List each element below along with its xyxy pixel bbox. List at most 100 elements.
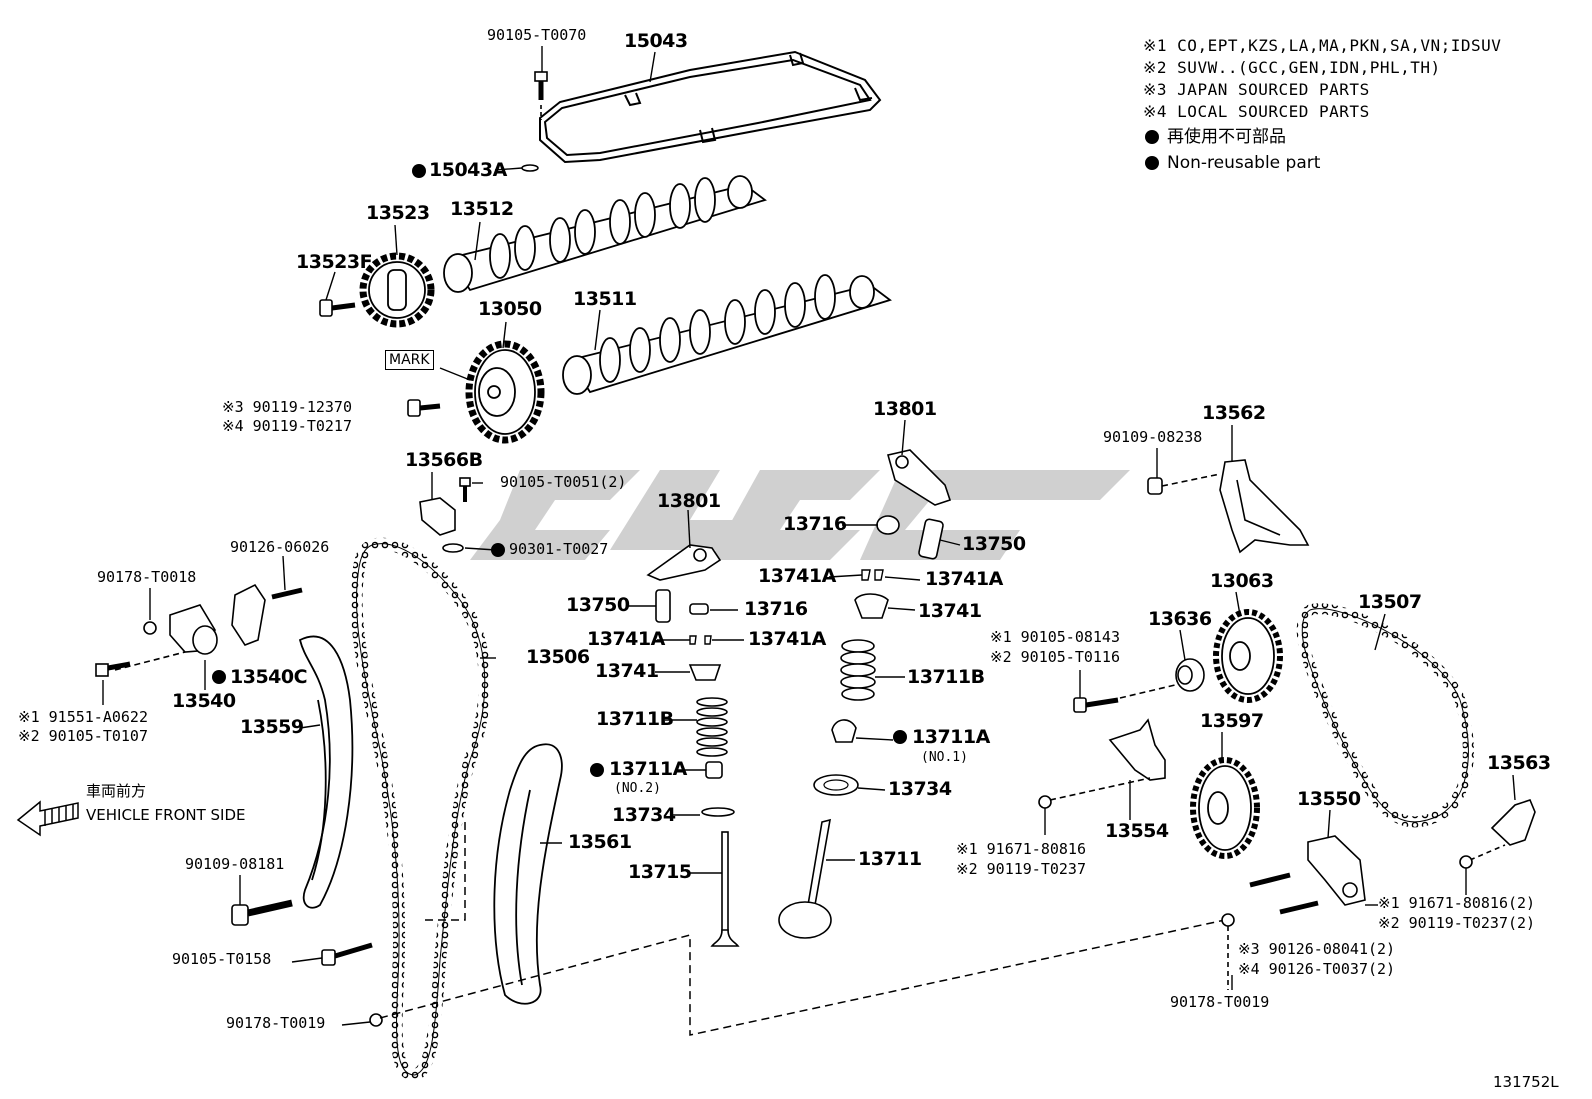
bolt-90105-T0070 <box>534 71 548 120</box>
part-90105-T0070[interactable]: 90105-T0070 <box>487 26 587 44</box>
keepers-13741A-left <box>689 635 712 645</box>
lash-adjuster-13750-right <box>918 518 944 560</box>
part-13734-right[interactable]: 13734 <box>888 778 952 800</box>
part-13750-right[interactable]: 13750 <box>962 533 1026 555</box>
part-13734-left[interactable]: 13734 <box>612 804 676 826</box>
camshaft-13511 <box>562 274 892 395</box>
chain-guide-13562 <box>1219 459 1310 554</box>
part-13506[interactable]: 13506 <box>526 646 590 668</box>
part-90119-T0237-left[interactable]: ※2 90119-T0237 <box>956 860 1086 878</box>
part-13523[interactable]: 13523 <box>366 202 430 224</box>
part-13523F[interactable]: 13523F <box>296 251 373 273</box>
chain-damper-13561 <box>493 743 563 1005</box>
part-13507[interactable]: 13507 <box>1358 591 1422 613</box>
part-90109-08181[interactable]: 90109-08181 <box>185 855 285 873</box>
part-90178-T0019-left[interactable]: 90178-T0019 <box>226 1014 326 1032</box>
part-90119-T0217[interactable]: ※4 90119-T0217 <box>222 417 352 435</box>
part-90126-T0037[interactable]: ※4 90126-T0037(2) <box>1238 960 1396 978</box>
part-13801-left[interactable]: 13801 <box>657 490 721 512</box>
part-13715[interactable]: 13715 <box>628 861 692 883</box>
nonreusable-markers <box>212 130 1159 777</box>
chain-tensioner-arm-13554 <box>1038 718 1166 809</box>
bracket-13566B <box>419 477 471 553</box>
part-13741A-left-2[interactable]: 13741A <box>748 628 826 650</box>
oil-seal-13711A-left <box>705 761 723 779</box>
vvt-gear-13050 <box>465 340 545 444</box>
part-90105-T0051[interactable]: 90105-T0051(2) <box>500 473 627 491</box>
part-13566B[interactable]: 13566B <box>405 449 483 471</box>
part-13561[interactable]: 13561 <box>568 831 632 853</box>
part-13636[interactable]: 13636 <box>1148 608 1212 630</box>
rocker-arm-13801-left <box>646 544 722 581</box>
bolt-90109-08181 <box>231 899 293 926</box>
part-13597[interactable]: 13597 <box>1200 710 1264 732</box>
label-no2: (NO.2) <box>614 781 661 796</box>
legend-nonreusable-jp: 再使用不可部品 <box>1167 127 1286 147</box>
chain-slipper-guide-13559 <box>298 635 354 909</box>
bolt-90109-08238 <box>1147 473 1221 495</box>
chain-tensioner-13540 <box>95 604 218 677</box>
guide-line-2 <box>379 919 1226 1036</box>
part-13741A-right-1[interactable]: 13741A <box>758 565 836 587</box>
part-13512[interactable]: 13512 <box>450 198 514 220</box>
gasket-13540C <box>231 583 303 646</box>
bolt-90105-T0158 <box>321 942 373 966</box>
part-90178-T0019-right[interactable]: 90178-T0019 <box>1170 993 1270 1011</box>
part-90119-12370[interactable]: ※3 90119-12370 <box>222 398 352 416</box>
vehicle-front-jp: 車両前方 <box>86 782 147 800</box>
legend-nonreusable-en: Non-reusable part <box>1167 153 1321 173</box>
part-90126-08041[interactable]: ※3 90126-08041(2) <box>1238 940 1396 958</box>
part-13540C[interactable]: 13540C <box>230 666 308 688</box>
part-90178-T0018[interactable]: 90178-T0018 <box>97 568 197 586</box>
part-90301-T0027[interactable]: 90301-T0027 <box>509 540 609 558</box>
part-91671-80816-right[interactable]: ※1 91671-80816(2) <box>1378 894 1536 912</box>
part-90119-T0237-right[interactable]: ※2 90119-T0237(2) <box>1378 914 1536 932</box>
part-90105-T0116[interactable]: ※2 90105-T0116 <box>990 648 1120 666</box>
part-90105-T0158[interactable]: 90105-T0158 <box>172 950 272 968</box>
bolt-90119-12370 <box>407 399 441 417</box>
part-13563[interactable]: 13563 <box>1487 752 1551 774</box>
part-13050[interactable]: 13050 <box>478 298 542 320</box>
part-90126-06026[interactable]: 90126-06026 <box>230 538 330 556</box>
part-13711A-right[interactable]: 13711A <box>912 726 990 748</box>
part-13716-left[interactable]: 13716 <box>744 598 808 620</box>
valve-spring-13711B-right <box>840 639 876 701</box>
part-13716-right[interactable]: 13716 <box>783 513 847 535</box>
part-13711A-left[interactable]: 13711A <box>609 758 687 780</box>
part-13511[interactable]: 13511 <box>573 288 637 310</box>
part-13554[interactable]: 13554 <box>1105 820 1169 842</box>
part-13750-left[interactable]: 13750 <box>566 594 630 616</box>
bolt-90105-08143 <box>1073 684 1176 713</box>
part-13711[interactable]: 13711 <box>858 848 922 870</box>
part-13741-left[interactable]: 13741 <box>595 660 659 682</box>
rocker-arm-13801-right <box>887 449 952 506</box>
shim-13716-left <box>689 603 709 615</box>
part-13711B-left[interactable]: 13711B <box>596 708 674 730</box>
part-13562[interactable]: 13562 <box>1202 402 1266 424</box>
chain-tensioner-13550 <box>1221 835 1366 990</box>
part-13741A-left-1[interactable]: 13741A <box>587 628 665 650</box>
part-90105-08143[interactable]: ※1 90105-08143 <box>990 628 1120 646</box>
part-15043[interactable]: 15043 <box>624 30 688 52</box>
timing-chain-13507-outline <box>1301 608 1469 823</box>
part-91551-A0622[interactable]: ※1 91551-A0622 <box>18 708 148 726</box>
washer-13734-right <box>813 774 859 796</box>
retainer-13741-left <box>688 664 722 681</box>
part-15043A[interactable]: 15043A <box>429 159 507 181</box>
part-13559[interactable]: 13559 <box>240 716 304 738</box>
part-90105-T0107[interactable]: ※2 90105-T0107 <box>18 727 148 745</box>
timing-chain-13506 <box>350 537 491 1082</box>
part-13711B-right[interactable]: 13711B <box>907 666 985 688</box>
legend-note-4: ※4 LOCAL SOURCED PARTS <box>1143 102 1370 121</box>
o-ring-15043A <box>521 164 539 172</box>
legend-note-2: ※2 SUVW..(GCC,GEN,IDN,PHL,TH) <box>1143 58 1441 77</box>
part-13540[interactable]: 13540 <box>172 690 236 712</box>
camshaft-13512 <box>443 175 767 293</box>
part-13741-right[interactable]: 13741 <box>918 600 982 622</box>
part-13741A-right-2[interactable]: 13741A <box>925 568 1003 590</box>
part-13801-right[interactable]: 13801 <box>873 398 937 420</box>
part-13550[interactable]: 13550 <box>1297 788 1361 810</box>
part-13063[interactable]: 13063 <box>1210 570 1274 592</box>
part-90109-08238[interactable]: 90109-08238 <box>1103 428 1203 446</box>
part-91671-80816-left[interactable]: ※1 91671-80816 <box>956 840 1086 858</box>
